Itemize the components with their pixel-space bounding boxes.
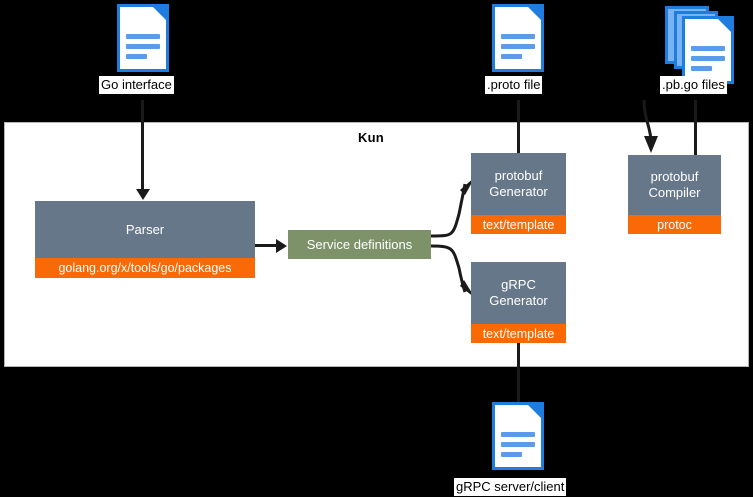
document-line: [126, 34, 160, 39]
edge-parser-to-service-definitions: [255, 244, 276, 247]
grpc-server-client-label: gRPC server/client: [454, 478, 567, 496]
node-grpc-generator-tag: text/template: [471, 324, 566, 343]
edge-service-definitions-to-protobuf-generator: [430, 183, 467, 238]
node-protobuf-compiler[interactable]: protobuf Compiler: [628, 155, 721, 215]
node-parser[interactable]: Parser: [35, 201, 255, 258]
document-line: [126, 54, 147, 59]
edge-proto-file-to-protobuf-compiler-arrowhead: [644, 136, 658, 153]
document-line: [501, 54, 522, 59]
edge-protobuf-generator-to-proto-file: [517, 100, 520, 153]
edge-parser-to-service-definitions-arrowhead: [276, 239, 287, 253]
edge-go-interface-to-parser: [141, 100, 144, 190]
node-service-definitions[interactable]: Service definitions: [288, 230, 431, 259]
node-protobuf-compiler-label-line1: protobuf: [650, 169, 699, 184]
kun-panel-title: Kun: [358, 130, 384, 145]
document-line: [501, 44, 535, 49]
document-icon: [492, 402, 544, 470]
document-icon: [682, 16, 734, 84]
document-line: [501, 432, 535, 437]
node-grpc-generator-label-line2: Generator: [489, 293, 548, 308]
node-protobuf-compiler-tag: protoc: [628, 215, 721, 234]
node-grpc-generator[interactable]: gRPC Generator: [471, 262, 566, 324]
document-line: [501, 34, 535, 39]
document-line: [691, 66, 712, 71]
edge-service-definitions-to-grpc-generator: [430, 244, 467, 293]
node-protobuf-compiler-label-line2: Compiler: [648, 185, 701, 200]
edge-go-interface-to-parser-arrowhead: [136, 189, 150, 200]
document-line: [691, 56, 725, 61]
document-icon: [117, 4, 169, 72]
proto-file-document-icon: [492, 4, 544, 72]
edge-grpc-generator-to-grpc-server-client: [517, 343, 520, 402]
document-icon: [492, 4, 544, 72]
go-interface-label: Go interface: [99, 76, 174, 94]
pb-go-files-label: .pb.go files: [660, 76, 727, 94]
document-line: [501, 442, 535, 447]
proto-file-label: .proto file: [485, 76, 543, 94]
node-protobuf-generator[interactable]: protobuf Generator: [471, 153, 566, 215]
node-protobuf-generator-tag: text/template: [471, 215, 566, 234]
document-line: [691, 46, 725, 51]
pb-go-files-multiple-documents-icon: [665, 4, 734, 84]
document-line: [126, 44, 160, 49]
node-protobuf-generator-label-line1: protobuf: [494, 168, 543, 183]
node-protobuf-generator-label-line2: Generator: [489, 184, 548, 199]
node-parser-label: Parser: [125, 221, 165, 237]
edge-protobuf-compiler-to-pb-go-files: [694, 100, 697, 156]
node-grpc-generator-label-line1: gRPC: [501, 277, 536, 292]
node-parser-tag: golang.org/x/tools/go/packages: [35, 258, 255, 278]
document-line: [501, 452, 522, 457]
grpc-server-client-document-icon: [492, 402, 544, 470]
edge-proto-file-to-protobuf-compiler: [642, 99, 658, 153]
go-interface-document-icon: [117, 4, 169, 72]
node-service-definitions-label: Service definitions: [306, 236, 413, 252]
